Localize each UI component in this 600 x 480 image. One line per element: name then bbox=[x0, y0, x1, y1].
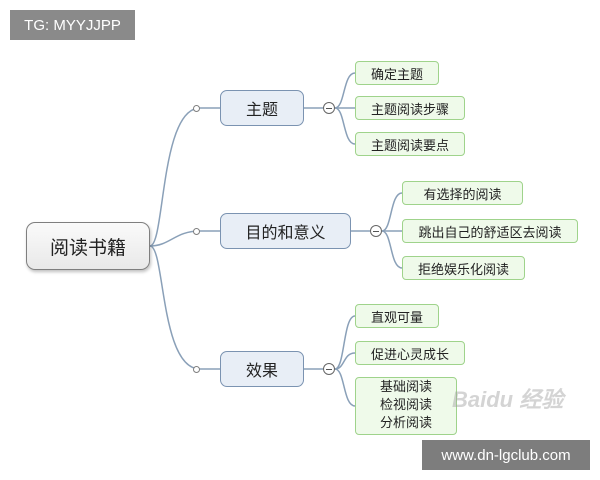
branch-dot-mid bbox=[193, 227, 200, 235]
leaf-node[interactable]: 促进心灵成长 bbox=[355, 341, 465, 365]
leaf-line: 基础阅读 bbox=[379, 380, 432, 395]
root-node[interactable]: 阅读书籍 bbox=[26, 222, 150, 270]
root-connector-bottom bbox=[149, 245, 201, 370]
leaf-node[interactable]: 主题阅读步骤 bbox=[355, 96, 465, 120]
branch-dot-top bbox=[193, 104, 200, 112]
root-connector-top bbox=[149, 107, 201, 247]
leaf-node[interactable]: 主题阅读要点 bbox=[355, 132, 465, 156]
collapse-toggle-effect[interactable] bbox=[323, 363, 335, 375]
url-tag: www.dn-lgclub.com bbox=[422, 440, 590, 470]
baidu-watermark: Baidu 经验 bbox=[452, 387, 564, 412]
leaf-node[interactable]: 直观可量 bbox=[355, 304, 439, 328]
collapse-toggle-purpose[interactable] bbox=[370, 225, 382, 237]
branch-node-theme[interactable]: 主题 bbox=[220, 90, 304, 126]
branch-dot-bottom bbox=[193, 365, 200, 373]
leaf-line: 检视阅读 bbox=[379, 398, 432, 413]
leaf-node[interactable]: 跳出自己的舒适区去阅读 bbox=[402, 219, 578, 243]
watermark-tag: TG: MYYJJPP bbox=[10, 10, 135, 40]
branch-node-purpose[interactable]: 目的和意义 bbox=[220, 213, 351, 249]
leaf-node[interactable]: 拒绝娱乐化阅读 bbox=[402, 256, 525, 280]
leaf-line: 分析阅读 bbox=[379, 416, 432, 431]
leaf-node[interactable]: 有选择的阅读 bbox=[402, 181, 523, 205]
leaf-node[interactable]: 确定主题 bbox=[355, 61, 439, 85]
leaf-node-multiline[interactable]: 基础阅读 检视阅读 分析阅读 bbox=[355, 377, 457, 435]
branch-node-effect[interactable]: 效果 bbox=[220, 351, 304, 387]
collapse-toggle-theme[interactable] bbox=[323, 102, 335, 114]
